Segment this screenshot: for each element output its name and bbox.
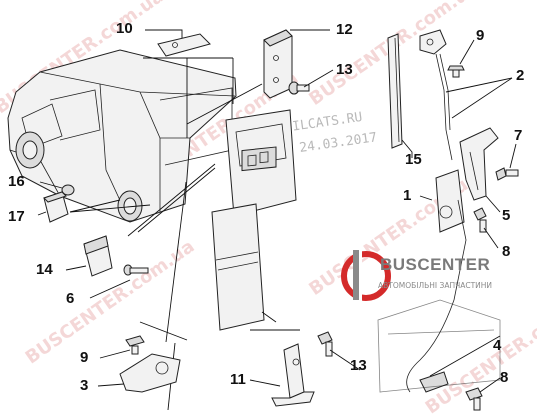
- part-16-cap: [61, 184, 75, 196]
- callout-11: 11: [230, 371, 246, 388]
- callout-9-top: 9: [476, 27, 484, 44]
- callout-10: 10: [116, 20, 133, 37]
- buscenter-logo: BUSCENTER АВТОМОБІЛЬНІ ЗАПЧАСТИНИ: [341, 246, 492, 306]
- callout-17: 17: [8, 208, 25, 225]
- part-15-strip: [387, 33, 403, 149]
- callout-16: 16: [8, 173, 25, 190]
- part-6-screw: [123, 264, 149, 276]
- callout-12: 12: [336, 21, 353, 38]
- rear-door-lower: [211, 203, 265, 331]
- part-17-housing: [43, 191, 69, 223]
- watermark-date: 24.03.2017: [298, 130, 378, 156]
- callout-14: 14: [36, 261, 53, 278]
- part-8-screw-bottom: [465, 387, 483, 411]
- part-13-screw-top: [288, 81, 310, 95]
- brand-name: BUSCENTER: [380, 255, 490, 274]
- callout-7: 7: [514, 127, 522, 144]
- part-9-screw-top: [447, 65, 465, 78]
- callout-13-top: 13: [336, 61, 353, 78]
- part-3-striker: [119, 353, 181, 393]
- callout-15: 15: [405, 151, 422, 168]
- callout-1: 1: [403, 187, 411, 204]
- part-2-upper-latch: [419, 29, 453, 161]
- callout-3: 3: [80, 377, 88, 394]
- part-12-bracket: [263, 29, 293, 99]
- part-7-screw: [495, 167, 519, 181]
- part-11-bracket: [271, 343, 315, 407]
- callout-5: 5: [502, 207, 510, 224]
- part-13-screw-bottom: [317, 331, 333, 357]
- callout-8-right: 8: [502, 243, 510, 260]
- part-10-plate: [157, 33, 211, 57]
- rear-door-upper: [225, 109, 297, 217]
- callout-8-bottom: 8: [500, 369, 508, 386]
- callout-4: 4: [493, 337, 502, 354]
- part-9-screw-bottom: [125, 335, 145, 355]
- van-rear-small: [377, 299, 501, 393]
- logo-ring-icon: [341, 251, 391, 301]
- callout-6: 6: [66, 290, 74, 307]
- callout-9-bottom: 9: [80, 349, 88, 366]
- callout-13-bottom: 13: [350, 357, 367, 374]
- part-1-lock: [435, 169, 467, 301]
- part-4-cable: [406, 299, 455, 393]
- callout-2: 2: [516, 67, 524, 84]
- part-5-handle: [459, 127, 499, 201]
- part-8-screw-right: [473, 207, 487, 233]
- brand-tagline: АВТОМОБІЛЬНІ ЗАПЧАСТИНИ: [378, 281, 492, 290]
- part-14-hinge: [83, 235, 113, 277]
